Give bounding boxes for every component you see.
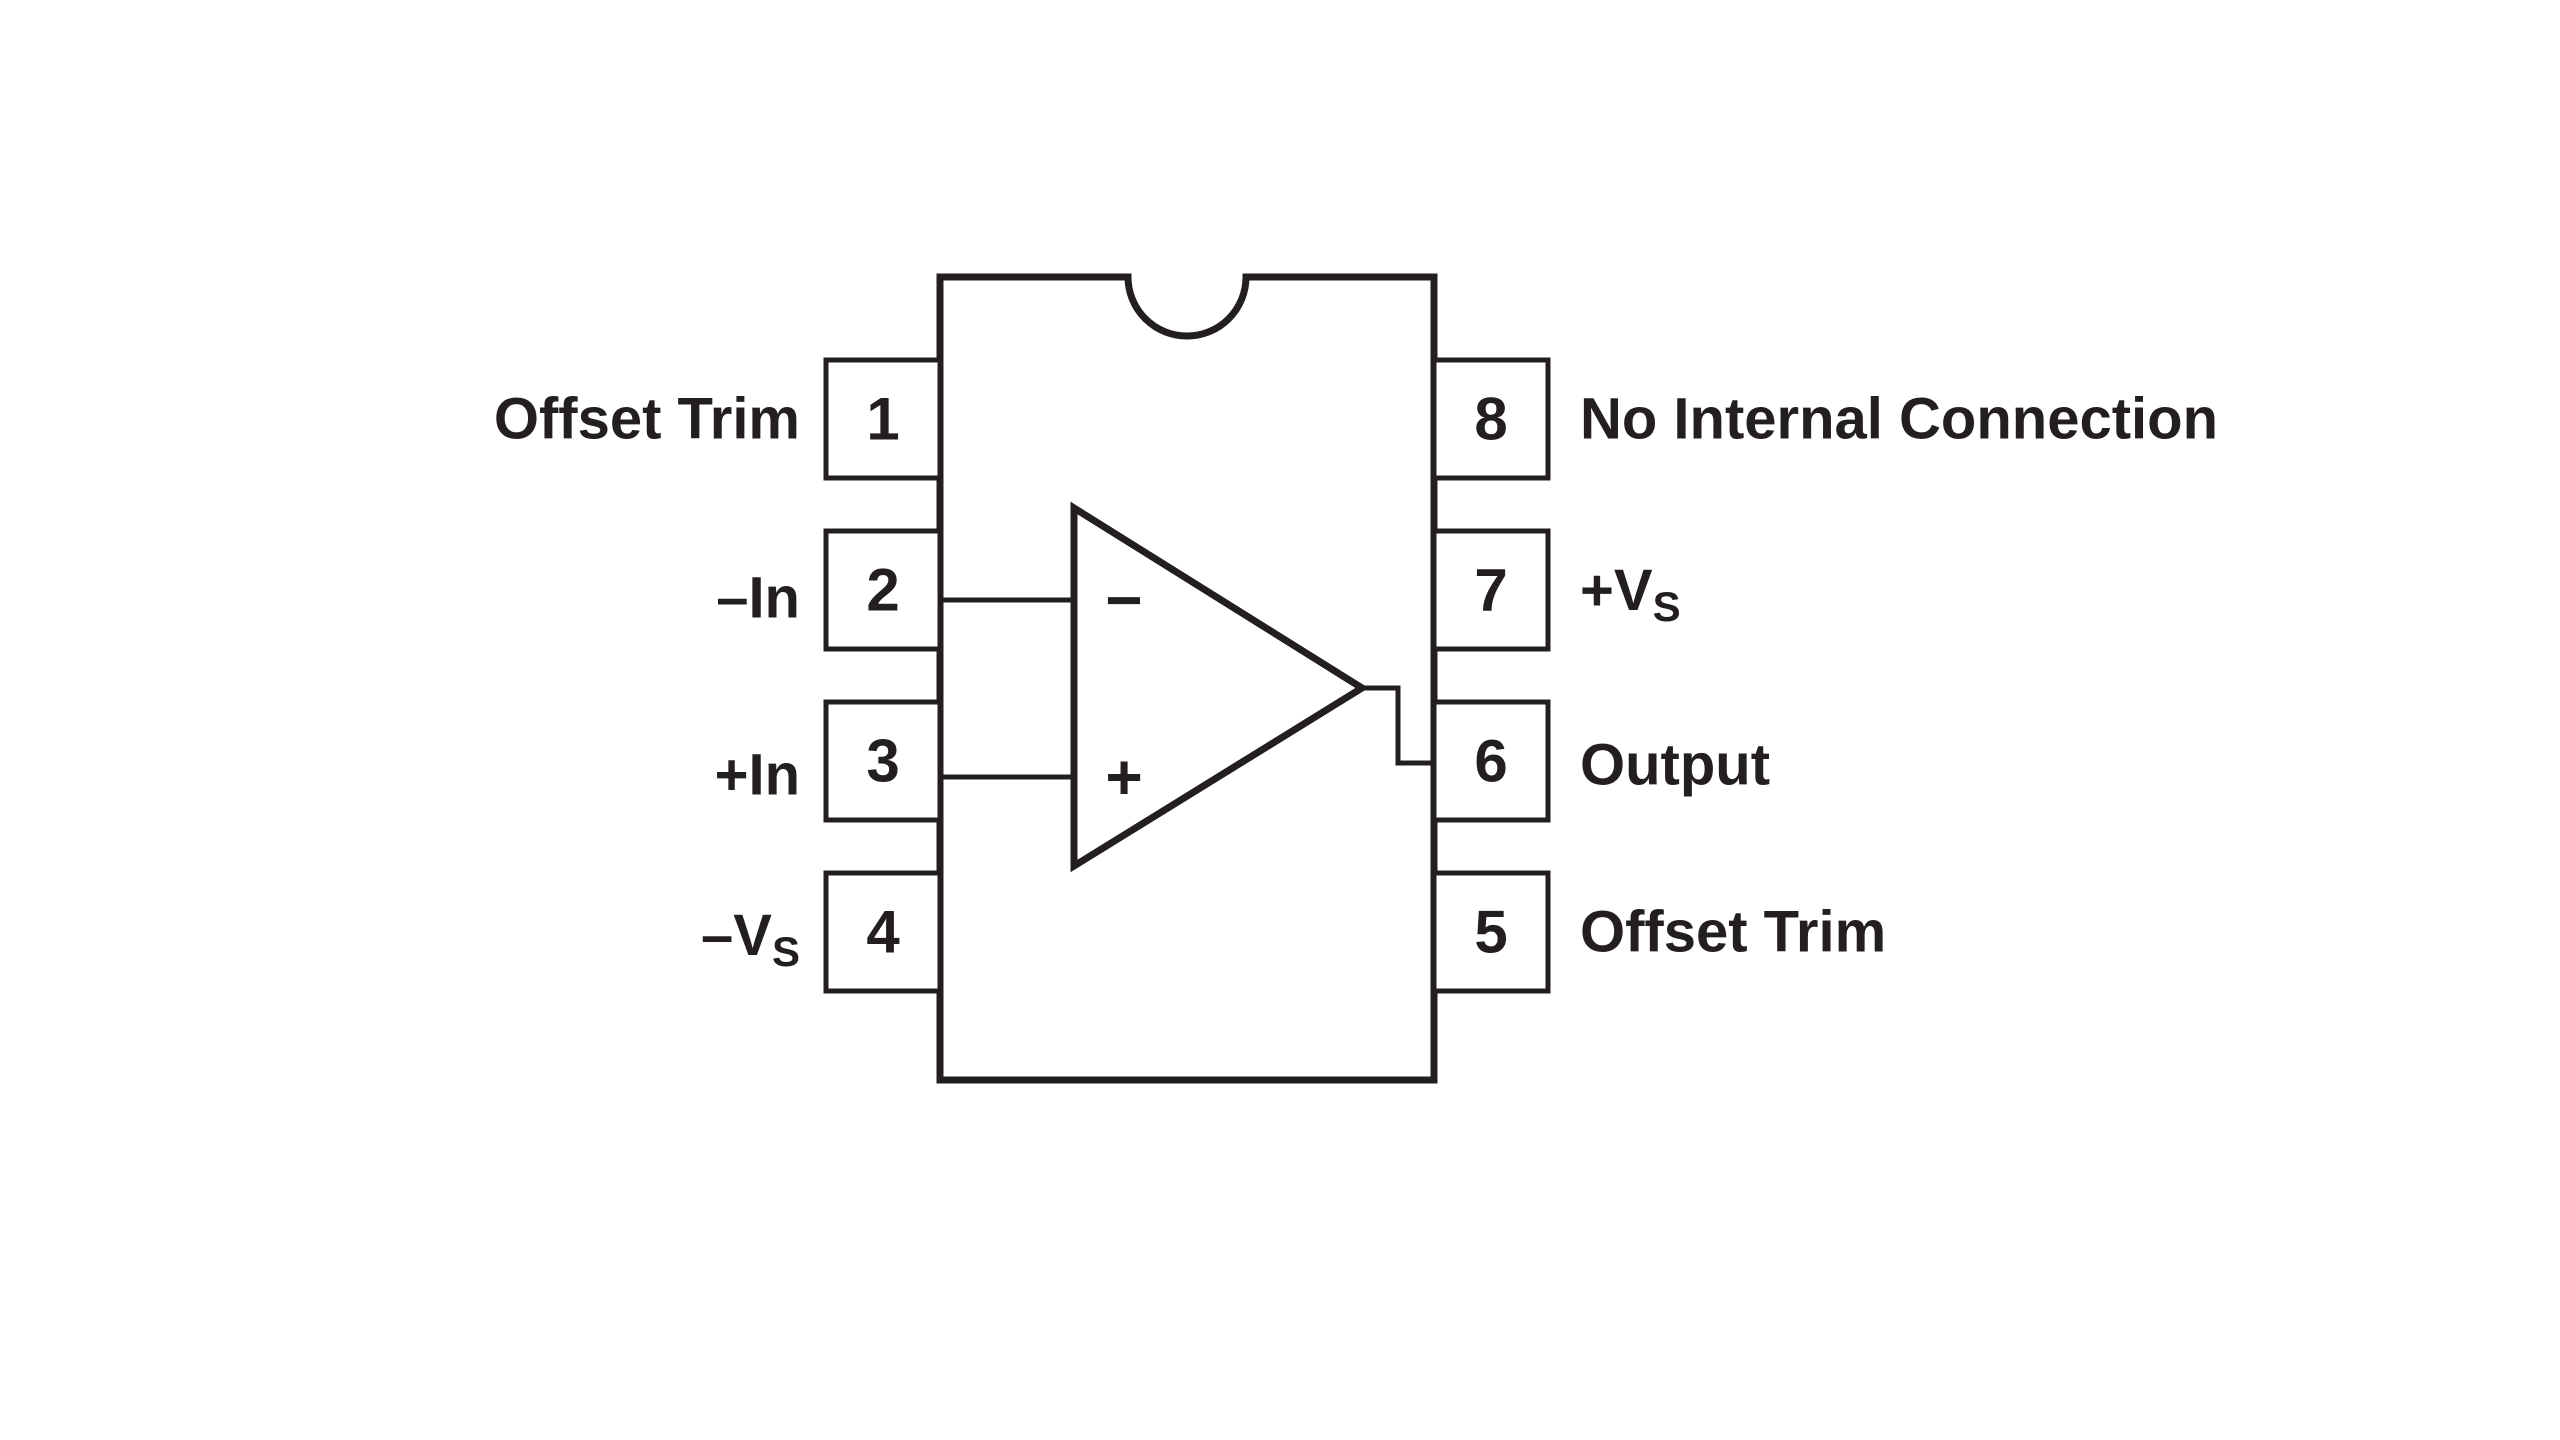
pin-2-number: 2	[866, 557, 899, 624]
pin-7-label-main: +V	[1580, 558, 1653, 623]
pin-3-box	[823, 699, 943, 823]
pin-5-label: Offset Trim	[1580, 900, 1886, 965]
pin-6-box	[1431, 699, 1551, 823]
pin-4-label-subscript: S	[772, 928, 800, 975]
pin-4-label-main: –V	[701, 903, 772, 968]
pin-8-number: 8	[1474, 386, 1507, 453]
pin-2-label: –In	[716, 566, 800, 631]
pin-6-label: Output	[1580, 733, 1770, 798]
pin-7-label: +VS	[1580, 558, 1681, 630]
pin-6-number: 6	[1474, 728, 1507, 795]
pin-8-label: No Internal Connection	[1580, 387, 2218, 452]
pin-3-label: +In	[715, 743, 800, 808]
pin-1-box	[823, 357, 943, 481]
pin-7-box	[1431, 528, 1551, 652]
inverting-input-minus-icon: −	[1105, 564, 1142, 636]
pin-4-number: 4	[866, 899, 900, 966]
opamp-triangle	[1070, 501, 1369, 873]
pin-1-number: 1	[866, 386, 899, 453]
pin-4-box	[823, 870, 943, 994]
pin-7-label-subscript: S	[1653, 583, 1681, 630]
pin-2-box	[823, 528, 943, 652]
pin-3-number: 3	[866, 728, 899, 795]
noninverting-input-plus-icon: +	[1105, 741, 1142, 813]
pin-7-number: 7	[1474, 557, 1507, 624]
output-wire	[1362, 685, 1434, 766]
pin-8-box	[1431, 357, 1551, 481]
pin-1-label: Offset Trim	[494, 387, 800, 452]
pin-4-label: –VS	[701, 903, 800, 975]
pin-5-number: 5	[1474, 899, 1507, 966]
pin-5-box	[1431, 870, 1551, 994]
